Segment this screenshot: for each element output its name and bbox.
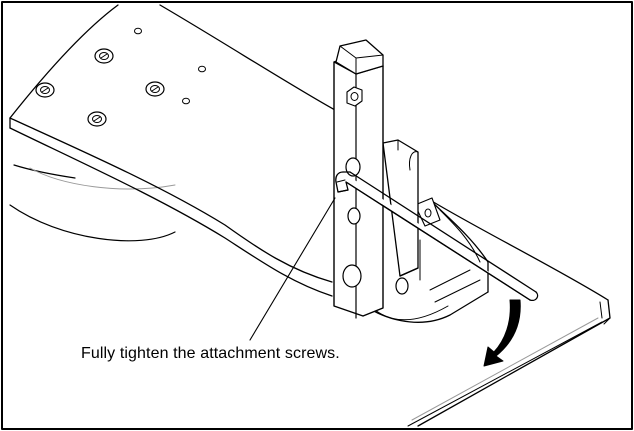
post-hole-mid bbox=[347, 207, 361, 225]
screw-1 bbox=[94, 48, 114, 64]
small-hole-3 bbox=[182, 97, 190, 105]
rotation-arrow-icon bbox=[483, 299, 521, 367]
screw-4 bbox=[87, 111, 107, 127]
small-hole-1 bbox=[134, 27, 142, 35]
plate-screws bbox=[35, 27, 206, 127]
main-plate bbox=[9, 4, 336, 297]
hex-key-icon bbox=[335, 171, 539, 302]
rear-block bbox=[382, 139, 419, 295]
screw-2 bbox=[35, 82, 55, 98]
right-base-plate bbox=[407, 199, 611, 427]
callout-label: Fully tighten the attachment screws. bbox=[81, 345, 340, 362]
screw-3 bbox=[145, 81, 165, 97]
base-support bbox=[9, 164, 176, 242]
small-hole-2 bbox=[198, 65, 206, 73]
callout-leader bbox=[249, 197, 336, 341]
post-hole-bottom bbox=[342, 264, 362, 288]
hex-nut bbox=[346, 86, 363, 107]
